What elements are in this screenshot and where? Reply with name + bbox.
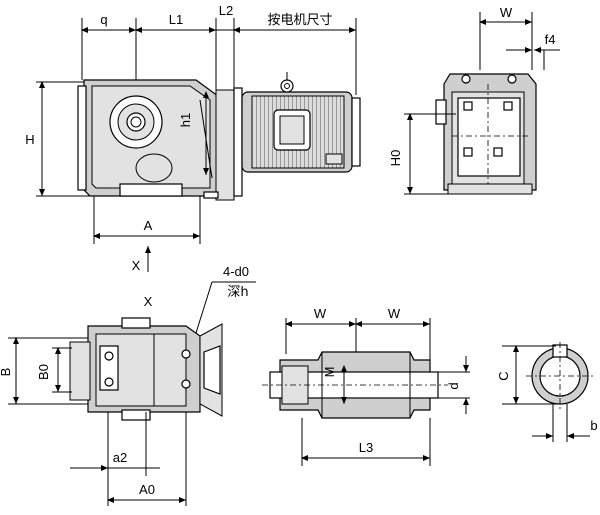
- label-b: b: [590, 418, 597, 433]
- label-X-bottom: X: [144, 294, 153, 309]
- label-d: d: [446, 382, 461, 389]
- label-W-shaft-right: W: [388, 306, 401, 321]
- label-B0: B0: [36, 364, 51, 380]
- label-H: H: [25, 132, 34, 147]
- label-L1: L1: [169, 12, 183, 27]
- label-H0: H0: [388, 150, 403, 167]
- bottom-view: [8, 281, 256, 506]
- hollow-shaft-section: [262, 318, 470, 466]
- front-view: [36, 18, 361, 272]
- label-h1: h1: [178, 113, 193, 127]
- label-f4: f4: [545, 32, 556, 47]
- label-q: q: [100, 12, 107, 27]
- bore-cross-section: [502, 342, 596, 442]
- label-M: M: [322, 367, 337, 378]
- label-L2: L2: [219, 3, 233, 18]
- label-d0: 4-d0: [223, 264, 249, 279]
- side-view: [404, 12, 560, 196]
- label-X-top: X: [132, 258, 141, 273]
- label-A: A: [144, 218, 153, 233]
- label-B: B: [0, 368, 13, 377]
- label-a2: a2: [113, 450, 127, 465]
- label-C: C: [496, 371, 511, 380]
- label-W-shaft-left: W: [314, 306, 327, 321]
- label-A0: A0: [139, 482, 155, 497]
- label-W-side: W: [500, 5, 513, 20]
- label-motor-dims: 按电机尺寸: [267, 13, 332, 28]
- label-L3: L3: [359, 440, 373, 455]
- label-depth-h: 深h: [227, 285, 248, 300]
